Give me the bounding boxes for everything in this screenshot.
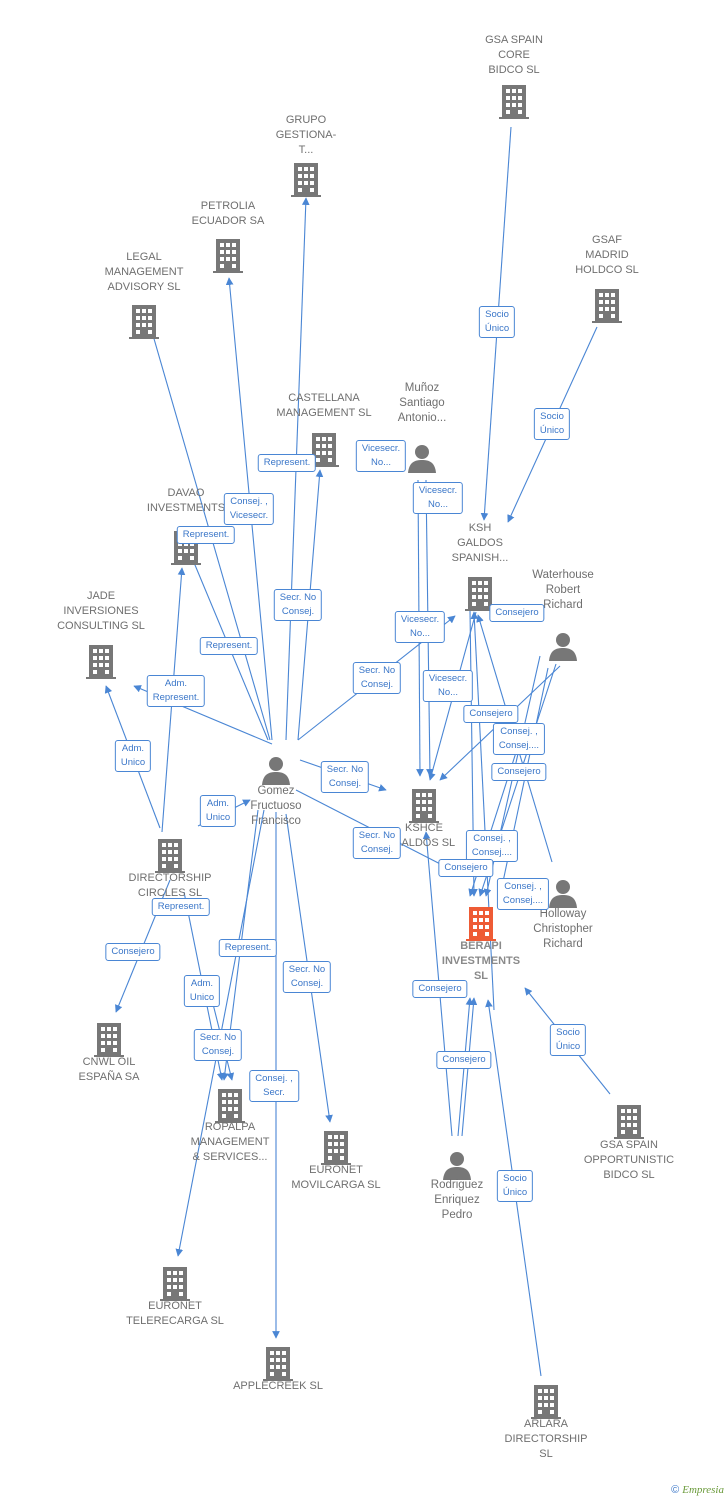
relation-edge [470, 611, 495, 1011]
relation-label[interactable]: Represent. [151, 898, 211, 916]
relation-label[interactable]: Consejero [463, 705, 519, 723]
relation-label[interactable]: Vicesecr. No... [412, 482, 464, 514]
node-label-directorship[interactable]: DIRECTORSHIP CIRCLES SL [128, 872, 212, 899]
building-icon-gsaf[interactable] [592, 289, 622, 323]
relation-label[interactable]: Consejero [105, 943, 161, 961]
footer: © Empresia [671, 1484, 724, 1496]
node-label-gsa_opp[interactable]: GSA SPAIN OPPORTUNISTIC BIDCO SL [583, 1139, 675, 1181]
relation-label[interactable]: Socio Único [533, 408, 571, 440]
person-icon-munoz[interactable] [408, 445, 436, 473]
building-icon-movilcarga[interactable] [321, 1131, 351, 1165]
building-icon-arlara[interactable] [531, 1385, 561, 1419]
relation-label[interactable]: Socio Único [478, 306, 516, 338]
node-label-kshce[interactable]: KSHCE GALDOS SL [392, 822, 456, 849]
relation-label[interactable]: Consejero [489, 604, 545, 622]
relation-label[interactable]: Consej. , Vicesecr. [223, 493, 275, 525]
node-label-ksh[interactable]: KSH GALDOS SPANISH... [451, 522, 509, 564]
relation-label[interactable]: Represent. [218, 939, 278, 957]
node-label-rodriguez[interactable]: Rodriguez Enriquez Pedro [430, 1179, 484, 1221]
relation-label[interactable]: Secr. No Consej. [282, 961, 332, 993]
node-label-movilcarga[interactable]: EURONET MOVILCARGA SL [291, 1164, 381, 1191]
node-label-gsaf[interactable]: GSAF MADRID HOLDCO SL [575, 234, 639, 276]
node-label-munoz[interactable]: Muñoz Santiago Antonio... [397, 382, 447, 424]
building-icon-ropalpa[interactable] [215, 1089, 245, 1123]
relation-label[interactable]: Adm. Represent. [146, 675, 206, 707]
building-icon-directorship[interactable] [155, 839, 185, 873]
node-label-davao[interactable]: DAVAO INVESTMENTS [146, 487, 226, 514]
building-icon-gsa_opp[interactable] [614, 1105, 644, 1139]
node-label-grupo[interactable]: GRUPO GESTIONA- T... [275, 114, 337, 156]
relation-label[interactable]: Represent. [199, 637, 259, 655]
building-icon-kshce[interactable] [409, 789, 439, 823]
relation-label[interactable]: Consej. , Consej.... [492, 723, 546, 755]
person-icon-waterhouse[interactable] [549, 633, 577, 661]
relation-label[interactable]: Consejero [438, 859, 494, 877]
relation-label[interactable]: Adm. Unico [114, 740, 152, 772]
building-icon-grupo[interactable] [291, 163, 321, 197]
building-icon-cnwl[interactable] [94, 1023, 124, 1057]
node-label-gsa_spain_core[interactable]: GSA SPAIN CORE BIDCO SL [485, 34, 543, 76]
relation-label[interactable]: Consej. , Consej.... [496, 878, 550, 910]
relation-label[interactable]: Consejero [436, 1051, 492, 1069]
building-icon-jade[interactable] [86, 645, 116, 679]
relation-label[interactable]: Socio Único [549, 1024, 587, 1056]
brand-logo[interactable]: Empresia [682, 1484, 724, 1496]
relation-label[interactable]: Secr. No Consej. [273, 589, 323, 621]
node-label-gomez[interactable]: Gomez Fructuoso Francisco [250, 785, 302, 827]
building-icon-petrolia[interactable] [213, 239, 243, 273]
building-icon-legal[interactable] [129, 305, 159, 339]
node-label-telerecarga[interactable]: EURONET TELERECARGA SL [126, 1300, 224, 1327]
relation-label[interactable]: Consej. , Secr. [249, 1070, 299, 1102]
building-icon-applecreek[interactable] [263, 1347, 293, 1381]
node-label-jade[interactable]: JADE INVERSIONES CONSULTING SL [57, 590, 145, 632]
relation-label[interactable]: Consejero [412, 980, 468, 998]
building-icon-berapi[interactable] [466, 907, 496, 941]
node-label-cnwl[interactable]: CNWL OIL ESPAÑA SA [78, 1056, 140, 1083]
relation-label[interactable]: Vicesecr. No... [355, 440, 407, 472]
relation-label[interactable]: Consejero [491, 763, 547, 781]
relation-label[interactable]: Secr. No Consej. [193, 1029, 243, 1061]
relation-label[interactable]: Represent. [176, 526, 236, 544]
building-icon-telerecarga[interactable] [160, 1267, 190, 1301]
relation-label[interactable]: Secr. No Consej. [320, 761, 370, 793]
node-label-arlara[interactable]: ARLARA DIRECTORSHIP SL [504, 1418, 588, 1460]
relation-label[interactable]: Adm. Unico [199, 795, 237, 827]
person-icon-holloway[interactable] [549, 880, 577, 908]
relation-label[interactable]: Consej. , Consej.... [465, 830, 519, 862]
relation-label[interactable]: Adm. Unico [183, 975, 221, 1007]
node-label-waterhouse[interactable]: Waterhouse Robert Richard [532, 569, 594, 611]
building-icon-gsa_spain_core[interactable] [499, 85, 529, 119]
relation-label[interactable]: Socio Único [496, 1170, 534, 1202]
node-label-legal[interactable]: LEGAL MANAGEMENT ADVISORY SL [104, 251, 184, 293]
node-label-holloway[interactable]: Holloway Christopher Richard [533, 908, 593, 950]
relation-label[interactable]: Represent. [257, 454, 317, 472]
node-label-petrolia[interactable]: PETROLIA ECUADOR SA [191, 200, 265, 227]
person-icon-gomez[interactable] [262, 757, 290, 785]
node-label-castellana[interactable]: CASTELLANA MANAGEMENT SL [276, 392, 372, 419]
node-label-applecreek[interactable]: APPLECREEK SL [233, 1380, 323, 1392]
relation-label[interactable]: Vicesecr. No... [422, 670, 474, 702]
node-label-ropalpa[interactable]: ROPALPA MANAGEMENT & SERVICES... [190, 1121, 270, 1163]
relation-label[interactable]: Vicesecr. No... [394, 611, 446, 643]
relation-label[interactable]: Secr. No Consej. [352, 827, 402, 859]
node-label-berapi[interactable]: BERAPI INVESTMENTS SL [441, 940, 521, 982]
copyright-symbol: © [671, 1484, 680, 1496]
relation-label[interactable]: Secr. No Consej. [352, 662, 402, 694]
person-icon-rodriguez[interactable] [443, 1152, 471, 1180]
